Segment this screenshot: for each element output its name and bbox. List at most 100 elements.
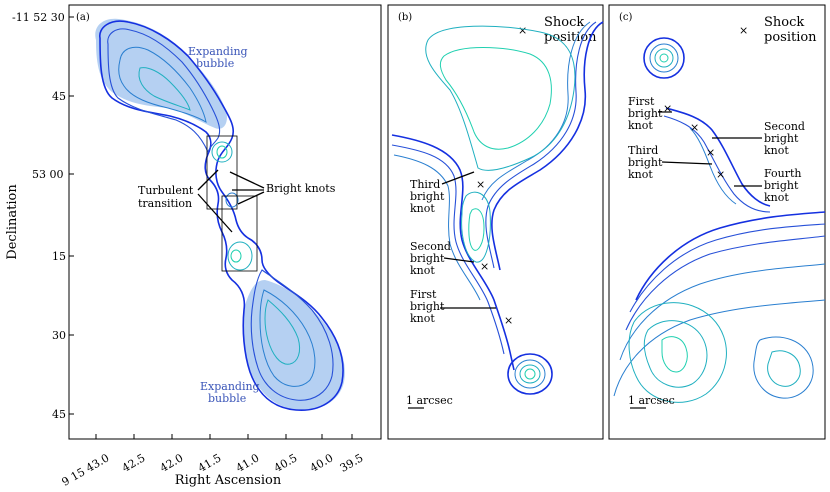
c-shock-marker-1: × (663, 102, 672, 115)
b-shock-marker-1: × (504, 314, 513, 327)
b-knot3-l3: knot (410, 202, 435, 215)
xtick-1: 42.5 (120, 451, 148, 475)
c-knot4-l1: Fourth (764, 167, 802, 180)
panel-c-legend-line1: Shock (764, 15, 804, 30)
panel-b-legend-line1: Shock (544, 15, 584, 30)
b-knot3-l1: Third (410, 178, 440, 191)
knot-region-lower (227, 241, 253, 271)
c-contour-right-inner (767, 350, 801, 387)
panel-c: (c) × Shock position × × × × Fir (608, 4, 826, 440)
c-shock-marker-4: × (716, 168, 725, 181)
panel-c-legend-marker: × (739, 24, 748, 37)
b-contour-big-loop (425, 25, 576, 171)
panel-b-legend-marker: × (518, 24, 527, 37)
b-knot2-pointer (443, 257, 475, 263)
ytick-0: -11 52 30 (12, 11, 65, 24)
c-jet-2 (663, 115, 771, 213)
xtick-0: 9 15 43.0 (60, 451, 112, 489)
c-knot1-l2: bright (628, 107, 663, 120)
panel-a-ylabel: Declination (5, 184, 20, 260)
c-shock-marker-2: × (690, 121, 699, 134)
xtick-6: 40.0 (308, 451, 336, 475)
b-knot2-l3: knot (410, 264, 435, 277)
panel-c-frame (608, 4, 826, 440)
b-contour-knot-region (461, 191, 491, 263)
c-knot4-l2: bright (764, 179, 799, 192)
bubble-top-label-line1: Expanding (188, 45, 248, 58)
panel-a-xlabel: Right Ascension (175, 473, 282, 488)
b-knot2-l1: Second (410, 240, 451, 253)
c-knot2-l1: Second (764, 120, 805, 133)
panel-a-yticks: -11 52 30 45 53 00 15 30 45 (12, 11, 66, 421)
knot-core-upper (216, 145, 228, 159)
c-knot3-pointer (661, 161, 713, 165)
b-knot2-l2: bright (410, 252, 445, 265)
c-knot3-l2: bright (628, 156, 663, 169)
ytick-2: 53 00 (32, 168, 64, 181)
contour-bottom-level-2 (250, 269, 334, 401)
c-scale-label: 1 arcsec (628, 394, 675, 407)
zoom-box-b (221, 195, 258, 272)
c-contour-loop-inner (661, 336, 688, 373)
c-knot2-l3: knot (764, 144, 789, 157)
c-shock-marker-3: × (706, 146, 715, 159)
c-contour-4 (619, 263, 826, 361)
turbulent-label-line2: transition (138, 197, 192, 210)
b-contour-3 (393, 21, 591, 301)
c-contour-loop-outer (628, 302, 727, 403)
c-contour-outer (635, 211, 826, 301)
c-knot1-l1: First (628, 95, 655, 108)
panel-c-label: (c) (619, 12, 633, 23)
c-contour-right-loop (753, 336, 814, 399)
xtick-4: 41.0 (234, 451, 262, 475)
knot-core-lower (230, 249, 242, 263)
contour-bottom-level-4 (264, 299, 301, 365)
xtick-3: 41.5 (196, 451, 224, 475)
c-knot3-l1: Third (628, 144, 658, 157)
c-knot3-l3: knot (628, 168, 653, 181)
b-knot1-l2: bright (410, 300, 445, 313)
panel-a-ytick-marks (69, 16, 353, 439)
b-contour-2 (391, 21, 597, 355)
contour-bottom-level-3 (259, 289, 316, 387)
b-contour-knot-core (468, 208, 485, 251)
contour-level-2 (107, 28, 221, 154)
c-contour-5 (613, 299, 826, 397)
bubble-bottom-region (242, 280, 345, 411)
xtick-2: 42.0 (158, 451, 186, 475)
xtick-7: 39.5 (338, 451, 366, 475)
c-jet-outer (665, 107, 771, 207)
b-knot1-l1: First (410, 288, 437, 301)
panel-b-label: (b) (398, 12, 412, 23)
c-contour-2 (629, 223, 826, 313)
c-knot2-l2: bright (764, 132, 799, 145)
turbulent-label-line1: Turbulent (138, 184, 194, 197)
c-contour-3 (625, 235, 826, 331)
panel-c-legend-line2: position (764, 30, 817, 45)
bubble-bottom-label-line2: bubble (208, 392, 246, 405)
ytick-4: 30 (52, 329, 66, 342)
knot-region-mid (225, 192, 239, 208)
ytick-5: 45 (52, 408, 66, 421)
b-bottom-blob (507, 353, 553, 395)
c-knot1-l3: knot (628, 119, 653, 132)
bright-knots-label: Bright knots (266, 182, 336, 195)
contour-level-3 (118, 46, 207, 124)
bubble-top-region (95, 18, 227, 129)
b-contour-big-inner (439, 47, 552, 150)
xtick-5: 40.5 (272, 451, 300, 475)
contour-level-4 (138, 67, 191, 111)
b-scale-label: 1 arcsec (406, 394, 453, 407)
b-knot3-pointer (441, 171, 475, 185)
c-knot4-l3: knot (764, 191, 789, 204)
bubble-top-label-line2: bubble (196, 57, 234, 70)
panel-a: (a) Expanding bubble Expanding bubble Tu… (5, 4, 382, 489)
bubble-bottom-label-line1: Expanding (200, 380, 260, 393)
panel-a-arrows (197, 169, 265, 233)
b-shock-marker-3: × (476, 178, 485, 191)
b-knot3-l2: bright (410, 190, 445, 203)
c-jet-3 (689, 127, 737, 205)
panel-b-legend-line2: position (544, 30, 597, 45)
b-contour-outer (391, 21, 604, 371)
c-top-blob (643, 37, 685, 79)
